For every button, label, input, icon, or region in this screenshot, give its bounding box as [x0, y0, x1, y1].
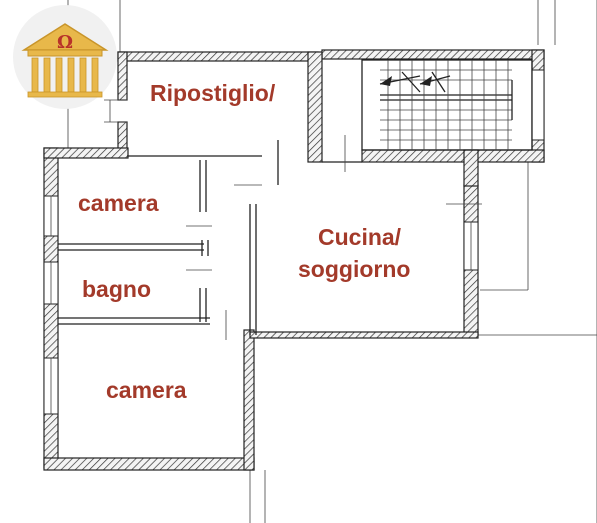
staircase — [361, 59, 533, 151]
interior-walls — [58, 99, 482, 340]
context-lines — [67, 0, 597, 523]
room-label-kitchen-line2: soggiorno — [298, 256, 411, 282]
room-label-kitchen-line1: Cucina/ — [318, 224, 402, 250]
omega-symbol: Ω — [57, 32, 73, 53]
stair-arrow-icon — [379, 71, 421, 93]
room-label-bedroom-bottom: camera — [106, 377, 187, 403]
room-label-bedroom-top: camera — [78, 190, 159, 216]
room-label-storage: Ripostiglio/ — [150, 80, 276, 106]
stair-arrow-icon — [419, 71, 451, 93]
company-logo: Ω — [13, 5, 117, 109]
room-label-bathroom: bagno — [82, 276, 151, 302]
